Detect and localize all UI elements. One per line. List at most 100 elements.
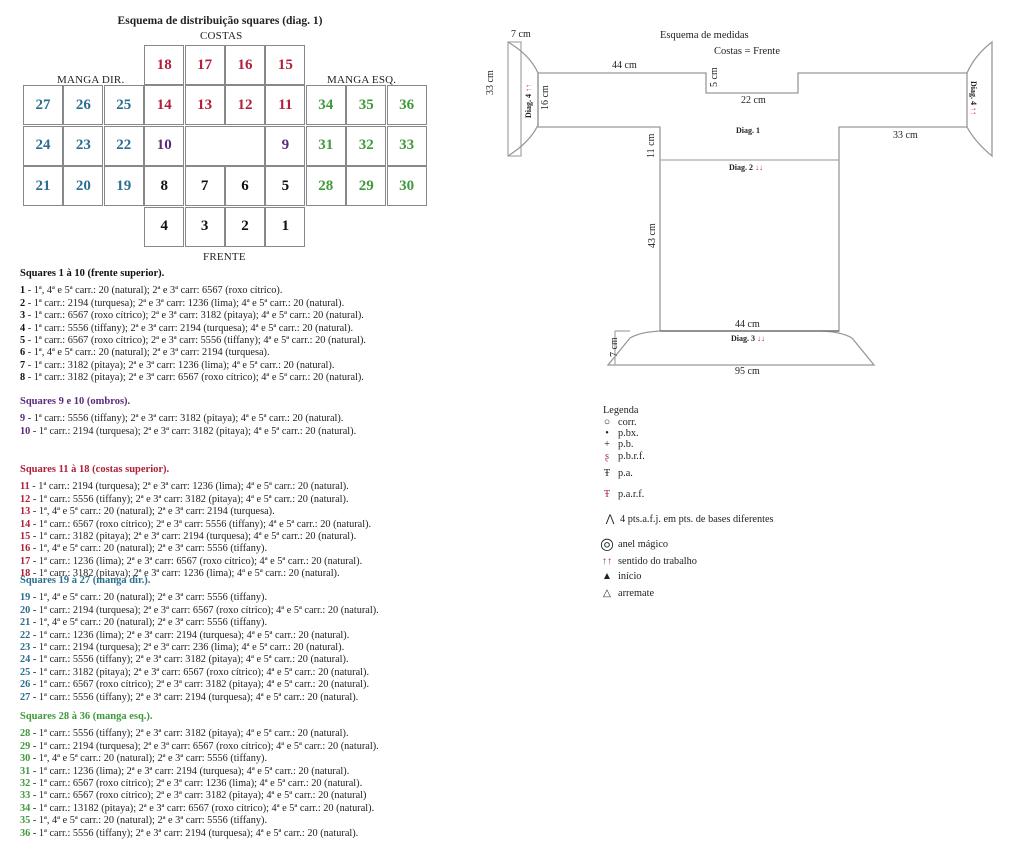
square-number: 21 (20, 617, 31, 629)
neck-opening (225, 125, 265, 166)
arrow-down-icon: ↓↓ (757, 334, 765, 343)
arrow-down-icon: ↓↓ (755, 163, 763, 172)
instruction-text: - 1ª carr.: 5556 (tiffany); 2ª e 3ª carr… (30, 691, 359, 703)
instruction-text: - 1ª carr.: 6567 (roxo cítrico); 2ª e 3ª… (30, 518, 372, 530)
legend-label: p.bx. (618, 428, 639, 439)
square-cell: 3 (184, 206, 225, 247)
label-manga-esq: MANGA ESQ. (327, 74, 397, 86)
square-cell: 34 (305, 85, 346, 126)
instruction-line: 8 - 1ª carr.: 3182 (pitaya); 2ª e 3ª car… (20, 372, 366, 384)
instruction-text: - 1ª carr.: 1236 (lima); 2ª e 3ª carr: 2… (30, 629, 350, 641)
measurement-diagram (507, 40, 993, 366)
instruction-text: - 1ª carr.: 2194 (turquesa); 2ª e 3ª car… (30, 604, 379, 616)
square-cell: 19 (103, 166, 144, 207)
legend-item: ◎anel mágico (600, 534, 668, 554)
square-number: 13 (20, 506, 31, 518)
instruction-line: 21 - 1ª, 4ª e 5ª carr.: 20 (natural); 2ª… (20, 617, 379, 629)
legend-label: início (618, 571, 642, 582)
instruction-line: 31 - 1ª carr.: 1236 (lima); 2ª e 3ª carr… (20, 766, 379, 778)
square-cell: 4 (144, 206, 185, 247)
label-neck-depth: 5 cm (709, 67, 720, 87)
square-number: 7 (20, 359, 26, 371)
arrow-up-icon: ↑↑ (969, 107, 978, 115)
instruction-text: - 1ª carr.: 2194 (turquesa); 2ª e 3ª car… (30, 740, 379, 752)
square-cell: 30 (386, 166, 427, 207)
instruction-line: 35 - 1ª, 4ª e 5ª carr.: 20 (natural); 2ª… (20, 815, 379, 827)
square-cell: 13 (184, 85, 225, 126)
label-sleeve-length: 33 cm (893, 130, 918, 141)
instruction-text: - 1ª carr.: 6567 (roxo cítrico); 2ª e 3ª… (30, 778, 363, 790)
square-number: 12 (20, 493, 31, 505)
instruction-line: 32 - 1ª carr.: 6567 (roxo cítrico); 2ª e… (20, 778, 379, 790)
instruction-line: 15 - 1ª carr.: 3182 (pitaya); 2ª e 3ª ca… (20, 531, 371, 543)
square-cell: 33 (386, 125, 427, 166)
instruction-line: 12 - 1ª carr.: 5556 (tiffany); 2ª e 3ª c… (20, 494, 371, 506)
diag4-right-label: Diag. 4 ↑↑ (969, 81, 978, 115)
square-cell: 6 (225, 166, 265, 207)
instruction-line: 2 - 1ª carr.: 2194 (turquesa); 2ª e 3ª c… (20, 298, 366, 310)
square-cell: 15 (265, 45, 306, 85)
instruction-line: 18 - 1ª carr.: 3182 (pitaya); 2ª e 3ª ca… (20, 568, 371, 580)
square-number: 6 (20, 347, 26, 359)
instruction-section: Squares 19 à 27 (manga dir.).19 - 1ª, 4ª… (20, 575, 379, 704)
square-number: 28 (20, 728, 31, 740)
label-body-length: 43 cm (647, 223, 658, 248)
section-title: Squares 1 à 10 (frente superior). (20, 268, 165, 279)
legend-label: anel mágico (618, 538, 669, 550)
square-cell: 36 (386, 85, 427, 126)
neck-opening (184, 125, 225, 166)
instruction-text: - 1ª carr.: 3182 (pitaya); 2ª e 3ª carr:… (30, 531, 357, 543)
instruction-text: - 1ª carr.: 1236 (lima); 2ª e 3ª carr: 6… (30, 555, 363, 567)
work-direction-icon: ↑↑ (601, 556, 613, 567)
square-number: 35 (20, 815, 31, 827)
section-title: Squares 19 à 27 (manga dir.). (20, 575, 151, 586)
square-cell: 29 (346, 166, 387, 207)
instruction-line: 24 - 1ª carr.: 5556 (tiffany); 2ª e 3ª c… (20, 654, 379, 666)
instruction-line: 11 - 1ª carr.: 2194 (turquesa); 2ª e 3ª … (20, 481, 371, 493)
square-cell: 5 (265, 166, 306, 207)
square-cell: 1 (265, 206, 306, 247)
chain-icon: ○ (603, 417, 611, 428)
instruction-text: - 1ª carr.: 6567 (roxo cítrico); 2ª e 3ª… (30, 679, 370, 691)
square-number: 16 (20, 543, 31, 555)
instruction-text: - 1ª carr.: 3182 (pitaya); 2ª e 3ª carr:… (25, 372, 364, 384)
square-number: 22 (20, 629, 31, 641)
double-crochet-icon: Ŧ (603, 468, 611, 479)
square-cell: 12 (225, 85, 265, 126)
body-outline (537, 72, 968, 332)
instruction-text: - 1ª carr.: 2194 (turquesa); 2ª e 3ª car… (30, 642, 345, 654)
instruction-line: 30 - 1ª, 4ª e 5ª carr.: 20 (natural); 2ª… (20, 753, 379, 765)
diag1-label: Diag. 1 (736, 126, 760, 135)
legend-item: + p.b. (600, 439, 633, 450)
instruction-line: 26 - 1ª carr.: 6567 (roxo cítrico); 2ª e… (20, 679, 379, 691)
square-number: 30 (20, 753, 31, 765)
legend-label: arremate (618, 587, 655, 599)
measures-title: Esquema de medidas (660, 30, 749, 41)
square-number: 2 (20, 297, 26, 309)
instruction-line: 4 - 1ª carr.: 5556 (tiffany); 2ª e 3ª ca… (20, 323, 366, 335)
arrow-up-icon: ↑↑ (524, 84, 533, 92)
legend-label: p.a. (618, 468, 633, 479)
instruction-line: 3 - 1ª carr.: 6567 (roxo cítrico); 2ª e … (20, 310, 366, 322)
label-armhole: 11 cm (646, 133, 657, 158)
legend-label: p.b. (618, 439, 634, 450)
square-number: 10 (20, 425, 31, 437)
instruction-text: - 1ª, 4ª e 5ª carr.: 20 (natural); 2ª e … (30, 753, 268, 765)
right-sleeve-cuff-curve (966, 40, 993, 158)
instruction-text: - 1ª carr.: 5556 (tiffany); 2ª e 3ª carr… (30, 493, 349, 505)
instruction-text: - 1ª carr.: 5556 (tiffany); 2ª e 3ª carr… (30, 654, 349, 666)
single-crochet-icon: + (604, 439, 610, 450)
section-title: Squares 11 à 18 (costas superior). (20, 464, 170, 475)
label-body-width: 44 cm (735, 319, 760, 330)
legend-item: •p.bx. (600, 428, 639, 439)
square-number: 26 (20, 679, 31, 691)
instruction-line: 13 - 1ª, 4ª e 5ª carr.: 20 (natural); 2ª… (20, 506, 371, 518)
square-number: 14 (20, 518, 31, 530)
instruction-line: 25 - 1ª carr.: 3182 (pitaya); 2ª e 3ª ca… (20, 667, 379, 679)
legend-label: corr. (618, 417, 637, 428)
instruction-text: - 1ª, 4ª e 5ª carr.: 20 (natural); 2ª e … (30, 617, 268, 629)
section-title: Squares 28 à 36 (manga esq.). (20, 711, 153, 722)
instruction-text: - 1ª carr.: 5556 (tiffany); 2ª e 3ª carr… (30, 827, 359, 839)
